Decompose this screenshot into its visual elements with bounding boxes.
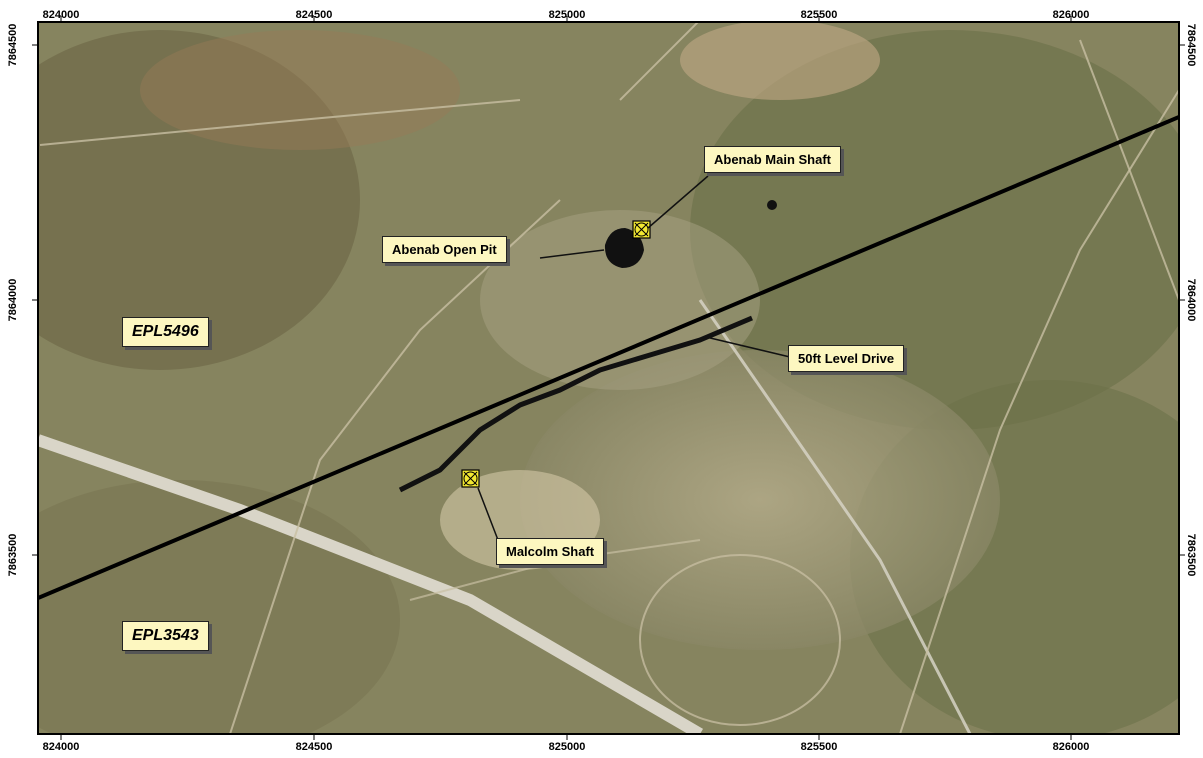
y-tick-label: 7864500 <box>1185 23 1197 67</box>
bare-ground-zone <box>680 22 880 100</box>
licence-label-north: EPL5496 <box>122 317 209 347</box>
settlement-area <box>520 350 1000 650</box>
y-tick-label: 7863500 <box>1185 533 1197 577</box>
coordinate-ticks <box>32 16 1185 740</box>
x-tick-label: 825500 <box>800 741 838 753</box>
track <box>229 199 561 734</box>
highway <box>38 434 704 734</box>
licence-boundary-line <box>38 115 1179 600</box>
callout-malcolm-shaft: Malcolm Shaft <box>496 538 605 565</box>
x-tick-label: 824500 <box>295 741 333 753</box>
x-tick-label: 824000 <box>42 741 80 753</box>
shaft-marker-icon <box>632 220 651 239</box>
y-tick-label: 7863500 <box>7 533 19 577</box>
x-tick-label: 825000 <box>548 9 586 21</box>
bush-zone <box>690 30 1179 430</box>
y-tick-label: 7864500 <box>7 23 19 67</box>
small-pit <box>767 200 777 210</box>
leader-line <box>477 487 499 541</box>
x-tick-label: 824500 <box>295 9 333 21</box>
leader-line <box>647 175 709 229</box>
track <box>619 22 700 101</box>
track <box>698 299 972 734</box>
leader-line <box>539 249 605 259</box>
track <box>899 89 1179 734</box>
x-tick-label: 824000 <box>42 9 80 21</box>
licence-label-south: EPL3543 <box>122 621 209 651</box>
x-tick-label: 825500 <box>800 9 838 21</box>
map-neatline <box>37 21 1180 735</box>
callout-abenab-open-pit: Abenab Open Pit <box>382 236 507 263</box>
y-tick-label: 7864000 <box>7 278 19 322</box>
track-loop <box>639 554 841 726</box>
track <box>39 99 521 146</box>
y-tick-label: 7864000 <box>1185 278 1197 322</box>
reddish-soil-zone <box>140 30 460 150</box>
bush-zone <box>38 30 360 370</box>
leader-line <box>705 336 791 358</box>
shaft-marker-icon <box>461 469 480 488</box>
x-tick-label: 826000 <box>1052 741 1090 753</box>
callout-50ft-level-drive: 50ft Level Drive <box>788 345 905 372</box>
level-drive-line <box>398 315 753 493</box>
callout-abenab-main-shaft: Abenab Main Shaft <box>704 146 842 173</box>
x-tick-label: 825000 <box>548 741 586 753</box>
x-tick-label: 826000 <box>1052 9 1090 21</box>
